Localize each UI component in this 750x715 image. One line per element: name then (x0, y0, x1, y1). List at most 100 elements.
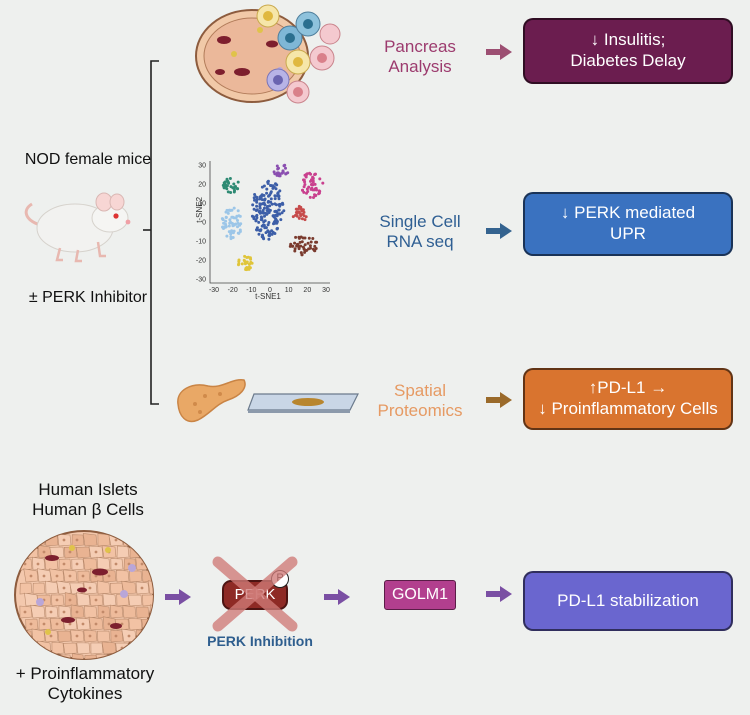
golm1-box (384, 580, 456, 610)
tsne-point (242, 258, 246, 262)
tsne-point (300, 217, 304, 221)
tsne-point (225, 177, 229, 181)
tsne-point (274, 182, 277, 186)
tsne-point (275, 164, 279, 168)
spatial-proteomics-label-line1: Spatial (394, 381, 446, 400)
tsne-point (306, 241, 310, 245)
tsne-point (306, 190, 310, 193)
result-insulitis-line2: Diabetes Delay (570, 51, 686, 70)
pdl1-stabilization-label: PD-L1 stabilization (557, 590, 699, 610)
result-pdl1-line1: ↑PD-L1 → (588, 378, 668, 398)
tsne-point (267, 208, 271, 212)
tsne-point (307, 236, 311, 240)
tsne-point (271, 184, 275, 188)
tsne-point (247, 265, 251, 269)
tsne-point (307, 247, 311, 251)
tsne-point (277, 194, 281, 198)
tsne-point (252, 215, 256, 219)
tsne-point (280, 211, 284, 215)
tsne-point (301, 188, 304, 192)
tsne-point (276, 192, 280, 196)
tsne-point (232, 223, 236, 227)
tsne-point (312, 196, 315, 199)
tsne-point (244, 266, 248, 270)
tsne-point (309, 240, 313, 244)
tsne-point (238, 223, 242, 227)
tsne-point (297, 235, 301, 239)
tsne-point (265, 191, 269, 195)
tsne-point (223, 180, 227, 184)
tsne-point (257, 220, 261, 224)
tsne-point (313, 182, 317, 186)
tsne-point (237, 263, 240, 267)
tsne-y-tick: 20 (198, 182, 206, 189)
tsne-point (312, 188, 316, 192)
tsne-point (254, 219, 258, 223)
tsne-point (254, 209, 258, 212)
tsne-point (305, 172, 309, 176)
tsne-point (258, 211, 262, 215)
result-perk-upr-line1: ↓ PERK mediated (560, 203, 696, 223)
microscope-slide-icon (247, 393, 359, 413)
tsne-point (291, 215, 295, 219)
tsne-point (311, 175, 315, 179)
tsne-point (253, 198, 256, 202)
tsne-point (231, 215, 235, 219)
tsne-point (235, 214, 239, 218)
tsne-point (237, 231, 241, 235)
tsne-point (232, 206, 236, 210)
tsne-point (225, 187, 229, 191)
tsne-x-tick: 20 (303, 287, 311, 294)
tsne-point (228, 209, 232, 212)
tsne-point (308, 244, 312, 248)
pdl1-stabilization-box: PD-L1 stabilization (523, 571, 733, 631)
tsne-point (284, 166, 287, 170)
pancreas-analysis-label-line2: Analysis (388, 57, 452, 77)
tsne-point (299, 214, 303, 218)
tsne-point (278, 212, 282, 216)
tsne-point (260, 198, 264, 202)
tsne-point (249, 260, 253, 264)
tsne-point (260, 235, 264, 239)
golm1-label: GOLM1 (391, 586, 448, 603)
tsne-point (310, 178, 313, 182)
cytokines-label-line2: Cytokines (47, 684, 123, 704)
tsne-point (268, 230, 272, 234)
tsne-point (284, 172, 288, 176)
mice-label: NOD female mice (24, 151, 152, 168)
tsne-point (227, 224, 231, 228)
tsne-point (270, 232, 274, 236)
human-cells-title: Human Islets Human β Cells (8, 480, 168, 521)
tsne-point (263, 214, 266, 218)
tsne-point (228, 177, 232, 180)
tsne-point (294, 207, 298, 211)
tsne-point (283, 163, 287, 167)
tsne-point (220, 217, 224, 221)
tsne-point (263, 197, 267, 201)
tsne-point (267, 194, 270, 198)
tsne-point (302, 247, 306, 251)
tsne-point (266, 229, 270, 233)
perk-inhibition-label: PERK Inhibition (207, 633, 313, 649)
tsne-point (255, 204, 259, 208)
tsne-point (224, 219, 228, 223)
tsne-point (222, 221, 226, 225)
tsne-point (302, 178, 306, 182)
tsne-point (299, 244, 303, 248)
tsne-point (229, 231, 233, 234)
tsne-point (225, 234, 229, 238)
tsne-y-tick: 30 (198, 163, 206, 170)
tsne-point (247, 267, 251, 271)
tsne-point (236, 180, 240, 184)
spatial-proteomics-label-line2: Proteomics (377, 401, 463, 421)
tsne-point (269, 184, 272, 187)
tsne-x-tick: 10 (285, 287, 293, 294)
tsne-point (231, 236, 235, 239)
tsne-point (273, 210, 277, 213)
tsne-point (321, 181, 325, 185)
tsne-point (276, 171, 280, 175)
tsne-point (272, 221, 276, 224)
tsne-point (262, 194, 266, 197)
tsne-point (253, 193, 257, 196)
human-islet-illustration (14, 530, 154, 660)
